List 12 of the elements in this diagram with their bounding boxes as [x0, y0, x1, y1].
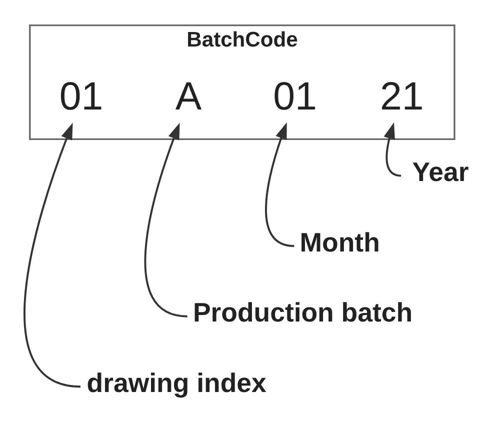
node-text: Month: [299, 227, 380, 258]
node-text: Production batch: [192, 298, 412, 328]
arrow: [23, 122, 80, 388]
node-text: drawing index: [86, 368, 266, 398]
arrow: [383, 122, 401, 177]
node-text: Year: [412, 156, 468, 187]
node-text: 21: [379, 74, 424, 119]
node-text: 01: [58, 74, 103, 119]
arrow: [264, 122, 294, 248]
node-text: A: [174, 74, 202, 119]
arrow: [144, 122, 187, 318]
node-text: 01: [272, 74, 316, 119]
